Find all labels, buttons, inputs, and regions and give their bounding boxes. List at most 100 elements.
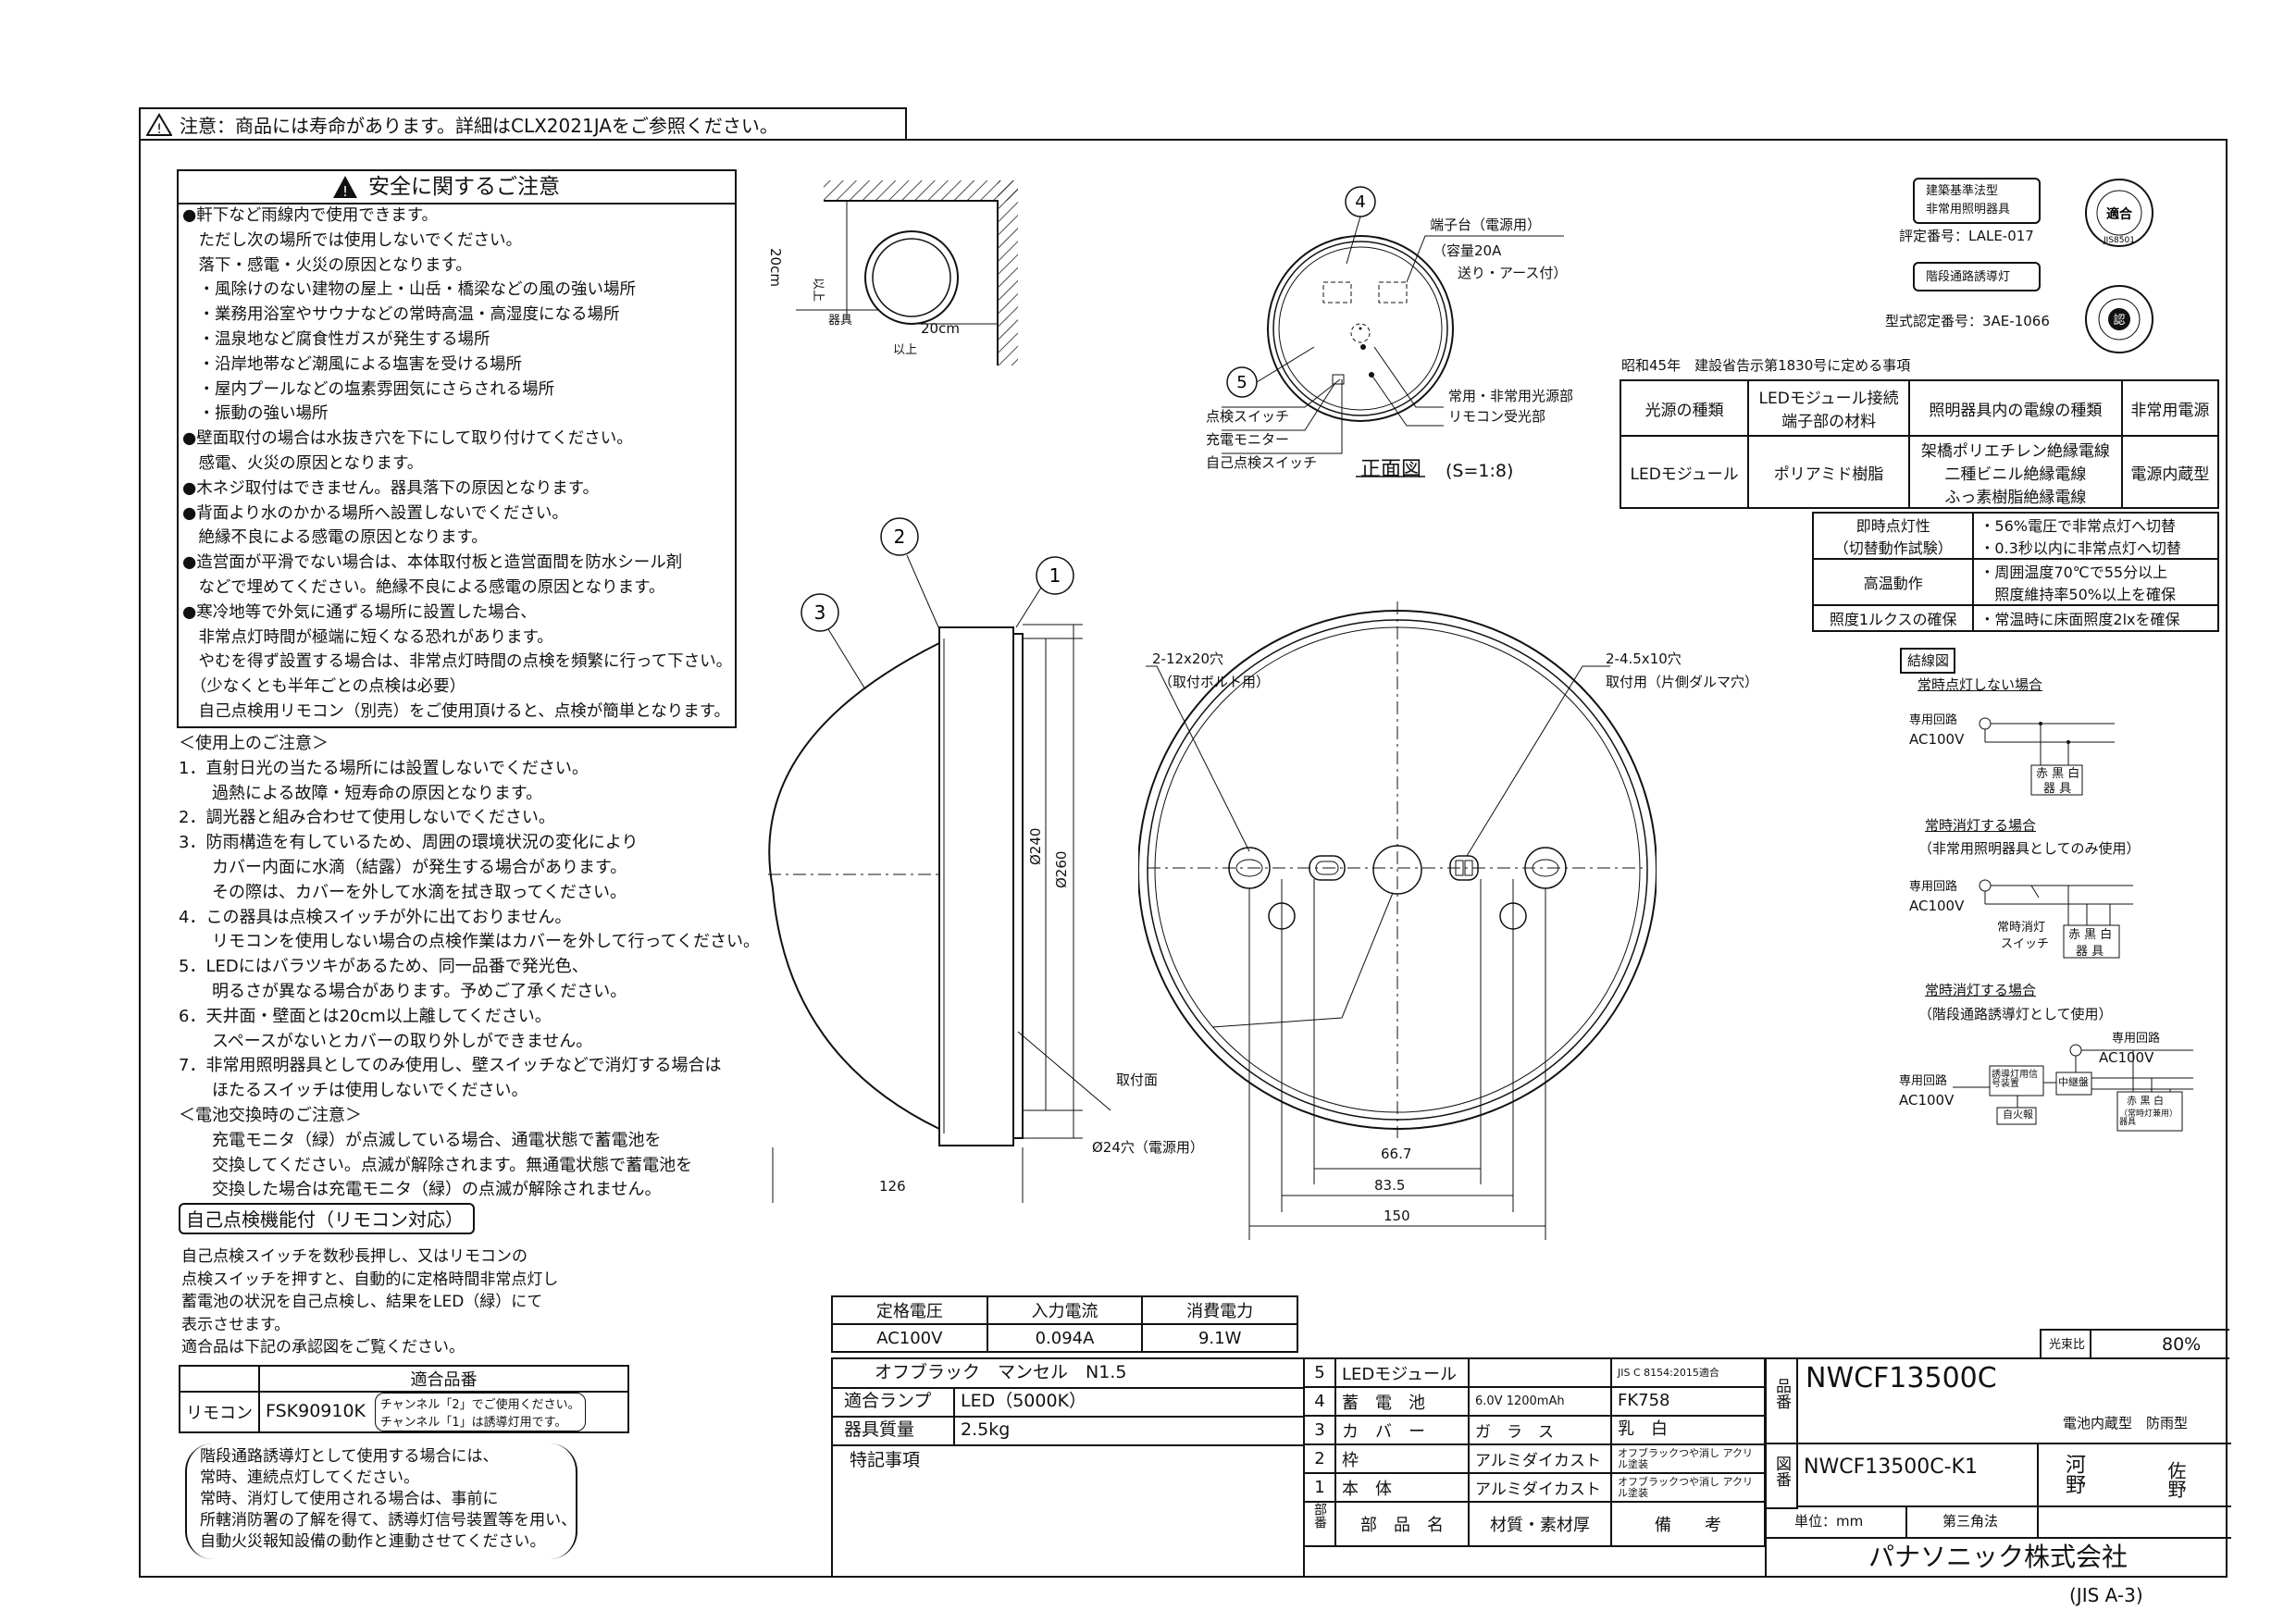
part-name: 蓄 電 池 [1334,1386,1470,1417]
table-cell-line: （切替動作試験） [1833,539,1953,557]
wall-hatch [998,180,1018,365]
company-name: パナソニック株式会社 [1868,1542,2128,1572]
seal1-center: 適合 [2106,206,2133,222]
wiring-diagram-2 [1979,879,2133,959]
wiring-case3b: （階段通路誘導灯として使用） [1918,1006,2113,1022]
usage-line: 1．直射日光の当たる場所には設置しないでください。 [179,758,589,778]
usage-line: カバー内面に水滴（結露）が発生する場合があります。 [179,858,627,877]
w126-label: 126 [879,1178,906,1195]
safety-line: ・屋内プールなどの塩素雰囲気にさらされる場所 [182,379,555,399]
part-material: アルミダイカスト [1468,1472,1612,1503]
safety-line: ・振動の強い場所 [182,404,329,424]
usage-line: 過熱による故障・短寿命の原因となります。 [179,783,543,803]
type-approval-number: 型式認定番号：3AE-1066 [1885,313,2050,329]
wiring3-fire: 自火報 [2003,1109,2033,1121]
table-cell-line: 二種ビニル絶縁電線 [1944,465,2087,484]
safety-line: ・風除けのない建物の屋上・山岳・橋梁などの風の強い場所 [182,280,636,300]
compat-row: FSK90910K チャンネル「2」でご使用ください。 チャンネル「1」は誘導灯… [258,1391,629,1433]
install-dim1: 20cm [767,248,784,287]
spec-header: LEDモジュール接続端子部の材料 [1747,379,1911,437]
wiring2-switch-a: 常時消灯 [1997,921,2046,935]
wiring1-fixture: 器 具 [2043,782,2072,796]
wiring-case3: 常時消灯する場合 [1925,982,2037,998]
compat-header: 適合品番 [258,1365,629,1393]
badge-building-std-b: 非常用照明器具 [1926,203,2011,217]
safety-line: ・沿岸地帯など潮風による塩害を受ける場所 [182,354,522,374]
wiring2-colors: 赤 黒 白 [2068,928,2113,942]
compat-note-2: チャンネル「1」は誘導灯用です。 [379,1416,567,1430]
side-marker-1: 1 [1049,564,1061,587]
safety-line: ・業務用浴室やサウナなどの常時高温・高湿度になる場所 [182,305,620,325]
elec-current: 0.094A [986,1323,1144,1353]
perf-cell: 高温動作 [1811,558,1975,606]
jis-seal-icon: 適合 JIS8501 [2085,179,2153,247]
luminous-label: 光束比 [2049,1338,2086,1352]
unit-label: 単位：mm [1794,1513,1864,1530]
part-material: 6.0V 1200mAh [1468,1386,1612,1417]
luminous-value: 80% [2162,1334,2202,1355]
selfcheck-line: 蓄電池の状況を自己点検し、結果をLED（緑）にて [181,1293,543,1311]
part-no: 1 [1303,1472,1336,1503]
capacity-label-2: 送り・アース付） [1458,265,1568,281]
table-cell-line: 端子部の材料 [1781,413,1877,431]
table-cell-line: 即時点灯性 [1855,517,1930,535]
compat-note-1: チャンネル「2」でご使用ください。 [379,1398,580,1412]
wiring3-circuit: 専用回路 [1899,1074,1948,1088]
elec-header-power: 消費電力 [1141,1295,1298,1325]
spec-header: 光源の種類 [1619,379,1750,437]
mass-label: 器具質量 [844,1419,915,1440]
wiring2-fixture: 器 具 [2076,945,2104,959]
notice-text: 注意：商品には寿命があります。詳細はCLX2021JAをご参照ください。 [180,115,778,137]
perf-cell: ・56%電圧で非常点灯へ切替・0.3秒以内に非常点灯へ切替 [1972,512,2219,560]
wiring3-ac-top: AC100V [2099,1049,2154,1066]
wiring2-circuit: 専用回路 [1909,880,1958,894]
compat-table: 適合品番 リモコン FSK90910K チャンネル「2」でご使用ください。 チャ… [179,1365,629,1433]
parts-hdr-name: 部 品 名 [1334,1501,1470,1547]
d240-label: Ø240 [1027,827,1044,865]
wiring-case2b: （非常用照明器具としてのみ使用） [1918,840,2141,857]
safety-title-row: ! 安全に関するご注意 [179,171,735,204]
side-view-diagram: 2 1 3 [768,517,1111,1203]
wiring-case2: 常時消灯する場合 [1925,817,2037,834]
wiring3-fixture-b: （常時灯兼用）器具 [2119,1109,2178,1127]
charge-monitor-label: 充電モニター [1206,431,1290,448]
safety-line: ただし次の場所では使用しないでください。 [182,230,522,250]
approval-seal-icon: 認 [2085,285,2153,353]
electrical-table: 定格電圧 入力電流 消費電力 AC100V 0.094A 9.1W [831,1295,1298,1353]
safety-line: などで埋めてください。絶縁不良による感電の原因となります。 [182,578,665,597]
part-material: ガ ラ ス [1468,1415,1612,1445]
hinban-label: 品番 [1772,1378,1791,1409]
usage-line: 充電モニタ（緑）が点滅している場合、通電状態で蓄電池を [179,1130,662,1150]
safety-line: やむを得ず設置する場合は、非常点灯時間の点検を頻繁に行って下さい。 [182,652,733,672]
mount-label: 取付面 [1116,1072,1159,1088]
wiring-title-box: 結線図 [1900,648,1955,674]
spec-cell: LEDモジュール [1619,435,1750,509]
d150-label: 150 [1384,1208,1410,1224]
elec-header-current: 入力電流 [986,1295,1144,1325]
part-material [1468,1357,1612,1388]
light-part-label: 常用・非常用光源部 [1448,388,1574,404]
hinban-value: NWCF13500C [1806,1362,1997,1394]
lamp-value: LED（5000K） [961,1391,1087,1411]
table-cell-line: 非常用電源 [2130,401,2210,420]
safety-line: （少なくとも半年ごとの点検は必要） [182,677,466,697]
install-dim2b: 以上 [893,343,918,357]
remote-receiver-label: リモコン受光部 [1448,408,1546,425]
part-name: 枠 [1334,1443,1470,1474]
safety-line: 感電、火災の原因となります。 [182,454,424,473]
side-marker-3: 3 [814,601,826,624]
type-label: 電池内蔵型 防雨型 [2063,1415,2189,1431]
usage-line: ＜電池交換時のご注意＞ [179,1106,362,1125]
lamp-label: 適合ランプ [844,1391,932,1411]
part-note: オフブラックつや消し アクリル塗装 [1610,1472,1766,1503]
terminal-label: 端子台（電源用） [1430,217,1542,233]
sheet-size: (JIS A-3) [2069,1584,2143,1606]
part-no: 2 [1303,1443,1336,1474]
table-cell-line: LEDモジュール [1630,465,1739,484]
table-cell-line: 照度1ルクスの確保 [1829,611,1957,628]
install-dim1b: 以上 [811,278,825,303]
rating-number: 評定番号：LALE-017 [1899,228,2034,244]
part-name: カ バ ー [1334,1415,1470,1445]
usage-line: 7．非常用照明器具としてのみ使用し、壁スイッチなどで消灯する場合は [179,1056,722,1076]
table-cell-line: 架橋ポリエチレン絶縁電線 [1920,441,2110,461]
